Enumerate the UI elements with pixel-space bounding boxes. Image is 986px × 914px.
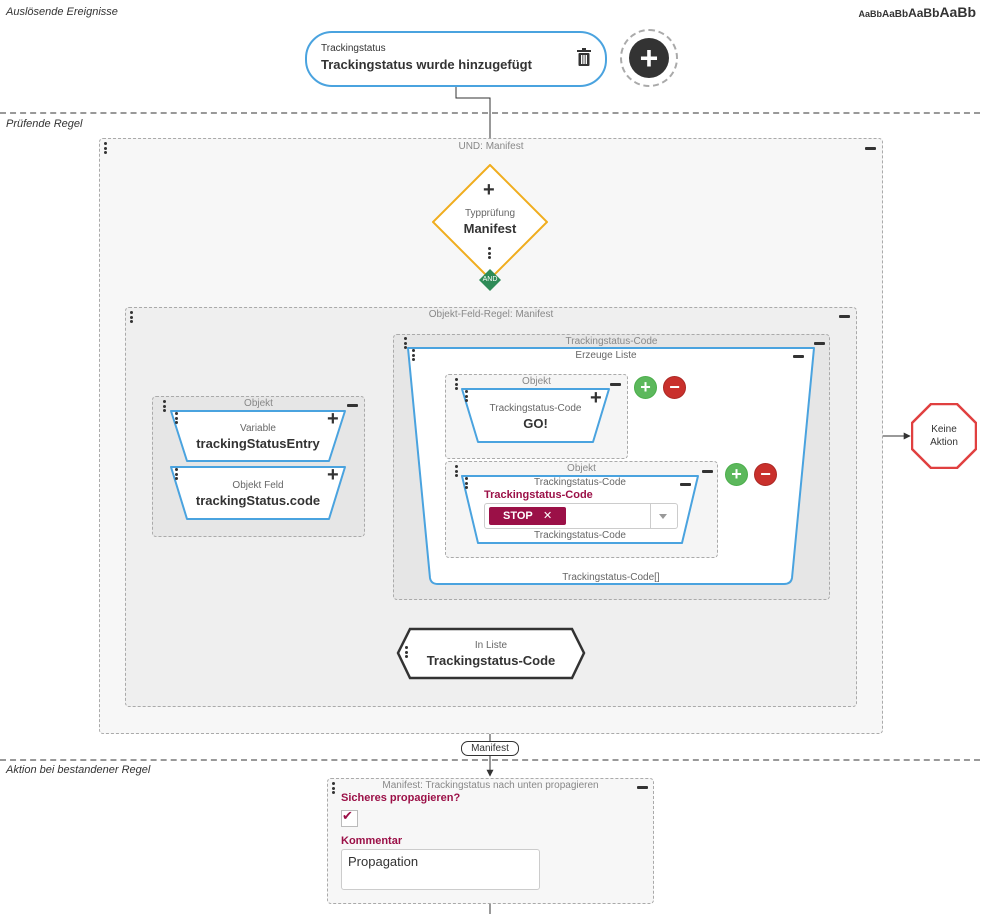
code-select[interactable]: STOP ✕ [484,503,678,529]
object-field-rule-title: Objekt-Feld-Regel: Manifest [428,309,554,320]
go-code-value: GO! [523,416,548,431]
no-action-node[interactable]: Keine Aktion [911,403,977,469]
type-check-label: Typprüfung [464,208,516,219]
collapse-icon[interactable] [610,383,621,386]
drag-handle-icon[interactable] [488,247,492,261]
drag-handle-icon[interactable] [465,390,469,404]
plus-icon[interactable]: + [327,408,339,430]
variable-value: trackingStatusEntry [196,436,320,451]
tag-remove-icon[interactable]: ✕ [543,510,553,522]
stop-code-node[interactable]: Trackingstatus-Code Trackingstatus-Code … [459,474,701,545]
section-rule-label: Prüfende Regel [6,118,83,130]
section-action-label: Aktion bei bestandener Regel [6,764,151,776]
create-list-footer: Trackingstatus-Code[] [562,572,660,583]
comment-label: Kommentar [341,835,403,847]
object2-title: Objekt [567,463,596,474]
in-list-label: In Liste [474,640,508,651]
and-badge-label: AND [482,276,498,283]
stop-tag: STOP ✕ [489,507,566,525]
collapse-icon[interactable] [814,342,825,345]
object1-title: Objekt [522,376,551,387]
trigger-node[interactable]: Trackingstatus Trackingstatus wurde hinz… [305,31,607,87]
no-action-line1: Keine [931,424,957,435]
drag-handle-icon[interactable] [175,412,179,426]
trigger-title: Trackingstatus wurde hinzugefügt [321,57,532,72]
left-object-title: Objekt [244,398,273,409]
safe-propagate-checkbox[interactable]: ✔ [341,808,358,827]
safe-propagate-label: Sicheres propagieren? [341,792,461,804]
add-trigger-button[interactable]: + [620,29,678,87]
variable-node[interactable]: + Variable trackingStatusEntry [168,409,348,463]
section-trigger-label: Auslösende Ereignisse [6,6,118,18]
font-size-toggle[interactable]: AaBbAaBbAaBbAaBb [858,4,976,22]
plus-icon[interactable]: + [327,464,339,486]
drag-handle-icon[interactable] [455,378,459,392]
object-field-node[interactable]: + Objekt Feld trackingStatus.code [168,465,348,521]
action-container: Manifest: Trackingstatus nach unten prop… [327,778,654,904]
section-separator-rule [0,112,980,114]
action-title: Manifest: Trackingstatus nach unten prop… [382,780,599,791]
in-list-node[interactable]: In Liste Trackingstatus-Code [396,627,586,680]
drag-handle-icon[interactable] [130,311,134,325]
drag-handle-icon[interactable] [175,468,179,482]
drag-handle-icon[interactable] [104,142,108,156]
type-check-value: Manifest [463,221,517,236]
add-entry-button[interactable]: + [634,376,657,399]
drag-handle-icon[interactable] [412,349,416,363]
plus-icon[interactable]: + [483,179,495,201]
and-manifest-title: UND: Manifest [458,141,524,152]
remove-entry-button[interactable]: − [754,463,777,486]
and-badge[interactable]: AND [479,269,501,291]
add-entry-button[interactable]: + [725,463,748,486]
stop-code-field-label: Trackingstatus-Code [484,489,593,501]
collapse-icon[interactable] [702,470,713,473]
trash-icon[interactable] [577,48,591,66]
stop-code-label: Trackingstatus-Code [534,477,626,488]
font-size-s[interactable]: AaBb [881,9,909,20]
collapse-icon[interactable] [637,786,648,789]
code-group-title: Trackingstatus-Code [565,336,658,347]
collapse-icon[interactable] [680,483,691,486]
comment-value: Propagation [348,854,419,869]
drag-handle-icon[interactable] [404,337,408,351]
object-field-value: trackingStatus.code [195,493,321,508]
font-size-l[interactable]: AaBb [939,4,976,20]
edge-label-manifest: Manifest [461,741,519,756]
drag-handle-icon[interactable] [455,465,459,479]
trigger-category: Trackingstatus [321,43,386,54]
create-list-title: Erzeuge Liste [575,350,637,361]
go-code-label: Trackingstatus-Code [489,403,582,414]
variable-label: Variable [240,423,276,434]
chevron-down-icon[interactable] [659,514,667,519]
plus-circle-icon: + [629,38,669,78]
collapse-icon[interactable] [793,355,804,358]
drag-handle-icon[interactable] [405,646,409,660]
remove-entry-button[interactable]: − [663,376,686,399]
select-divider [650,504,651,528]
octagon-shape [911,403,977,469]
comment-textarea[interactable]: Propagation [341,849,540,890]
stop-code-footer: Trackingstatus-Code [534,530,626,541]
font-size-m[interactable]: AaBb [908,6,940,20]
drag-handle-icon[interactable] [163,400,167,414]
collapse-icon[interactable] [347,404,358,407]
collapse-icon[interactable] [865,147,876,150]
font-size-xs[interactable]: AaBb [858,9,882,19]
in-list-value: Trackingstatus-Code [426,653,556,668]
object-field-label: Objekt Feld [232,480,284,491]
stop-tag-label: STOP [503,510,533,522]
drag-handle-icon[interactable] [332,782,336,796]
go-code-node[interactable]: + Trackingstatus-Code GO! [459,387,612,444]
check-icon: ✔ [342,808,353,823]
collapse-icon[interactable] [839,315,850,318]
plus-icon[interactable]: + [590,387,602,409]
drag-handle-icon[interactable] [465,477,469,491]
no-action-line2: Aktion [930,437,958,448]
section-separator-action [0,759,980,761]
type-check-node[interactable]: + Typprüfung Manifest [432,164,548,280]
